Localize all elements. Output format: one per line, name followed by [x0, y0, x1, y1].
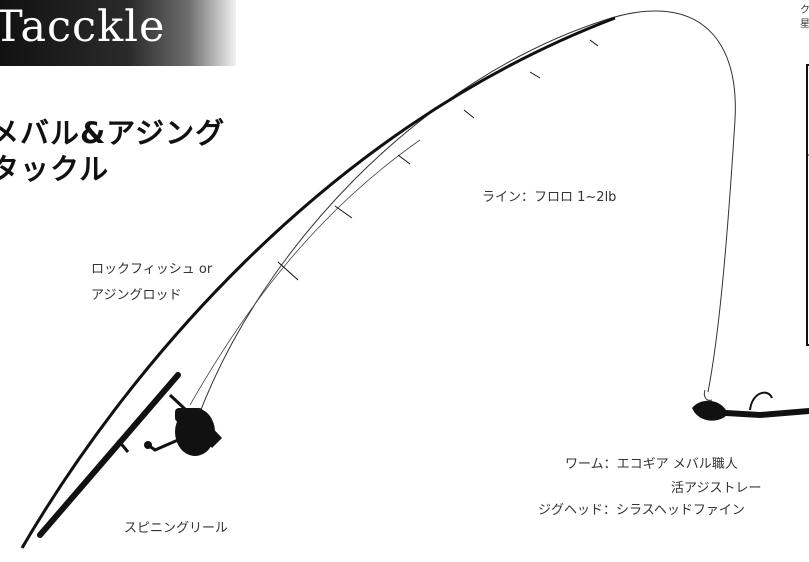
rod-guide [397, 154, 411, 165]
rod-label-line-1: ロックフィッシュ or [91, 262, 213, 277]
jighead-label: ジグヘッド：シラスヘッドファイン [538, 503, 745, 518]
fishing-rod [20, 16, 616, 549]
title-banner: Tacckle [0, 0, 236, 66]
fishing-line [189, 10, 736, 421]
rod-guide [529, 71, 541, 79]
lure [692, 389, 809, 421]
corner-text-line-1: ク [800, 5, 809, 16]
worm-label-line-1: ワーム：エコギア メバル職人 [565, 457, 738, 472]
heading-line-2: タックル [0, 152, 110, 186]
worm-label-line-2: 活アジストレー [671, 481, 762, 496]
rod-label-line-2: アジングロッド [91, 288, 182, 303]
spinning-reel [144, 393, 222, 456]
rod-guide [463, 109, 475, 119]
heading-line-1: メバル&アジング [0, 116, 226, 150]
page-title: Tacckle [0, 2, 166, 52]
rod-guide [277, 261, 299, 281]
corner-text-line-2: 星 [800, 19, 809, 30]
rod-guide [334, 205, 353, 219]
reel-label: スピニングリール [124, 521, 229, 536]
line-label: ライン：フロロ 1~2lb [482, 190, 617, 205]
rod-guide [589, 39, 599, 47]
